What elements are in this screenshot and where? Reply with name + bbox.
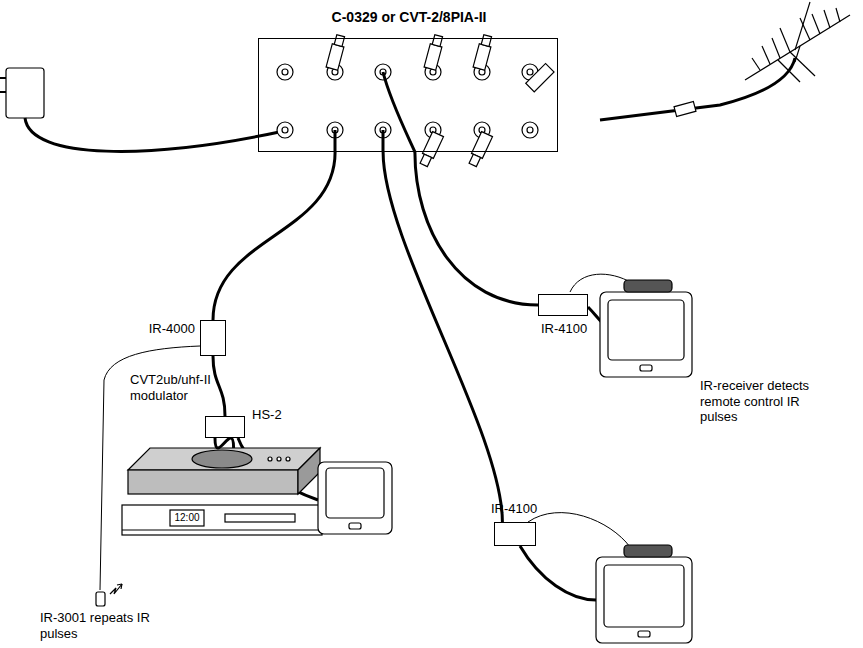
- cable-stub: [382, 130, 385, 152]
- television: [600, 280, 692, 377]
- television: [318, 462, 392, 534]
- ir-wire: [528, 513, 630, 547]
- part-label: IR-4100: [491, 501, 551, 517]
- part-label: IR-4000: [149, 321, 195, 337]
- display-digits: 12:00: [172, 511, 202, 525]
- tv-cable: [520, 546, 596, 600]
- part-label: C-0329 or CVT-2/8PIA-II: [259, 9, 559, 26]
- coax-cable: [415, 152, 538, 305]
- antenna: [745, 2, 850, 82]
- part-note: IR-3001 repeats IR pulses: [40, 610, 160, 641]
- ir-zigzag: [117, 584, 122, 589]
- television: [596, 545, 692, 643]
- ir-zigzag: [110, 584, 122, 594]
- cable-stub: [383, 72, 415, 152]
- part-label: CVT2ub/uhf-II modulator: [130, 372, 230, 403]
- vcr: [122, 505, 322, 535]
- antenna-cable: [600, 58, 795, 120]
- ir-injector: IR-4000: [200, 320, 226, 356]
- ir-extractor: IR-4100: [494, 522, 536, 546]
- part-label: IR-4100: [541, 321, 601, 337]
- ir-emitter: [96, 592, 105, 606]
- ir-wire: [570, 274, 632, 292]
- panel-connectors: [277, 64, 538, 138]
- distribution-panel: C-0329 or CVT-2/8PIA-II: [258, 38, 558, 152]
- note-text: IR-receiver detects remote control IR pu…: [700, 378, 810, 425]
- modulator: CVT2ub/uhf-II modulator: [128, 448, 320, 494]
- coax-cable: [215, 438, 234, 448]
- coax-cable: [383, 152, 502, 522]
- splitter: HS-2: [205, 416, 245, 438]
- part-label: HS-2: [252, 407, 292, 423]
- power-adapter: [0, 68, 44, 118]
- coax-cable: [213, 152, 335, 320]
- cable-fitting: [674, 102, 696, 117]
- cable-stub: [334, 130, 337, 152]
- modulator: [128, 448, 320, 494]
- ir-extractor: IR-4100: [538, 294, 588, 316]
- terminator-plug: [326, 35, 554, 167]
- power-cable: [25, 118, 284, 151]
- coax-cable: [213, 356, 225, 416]
